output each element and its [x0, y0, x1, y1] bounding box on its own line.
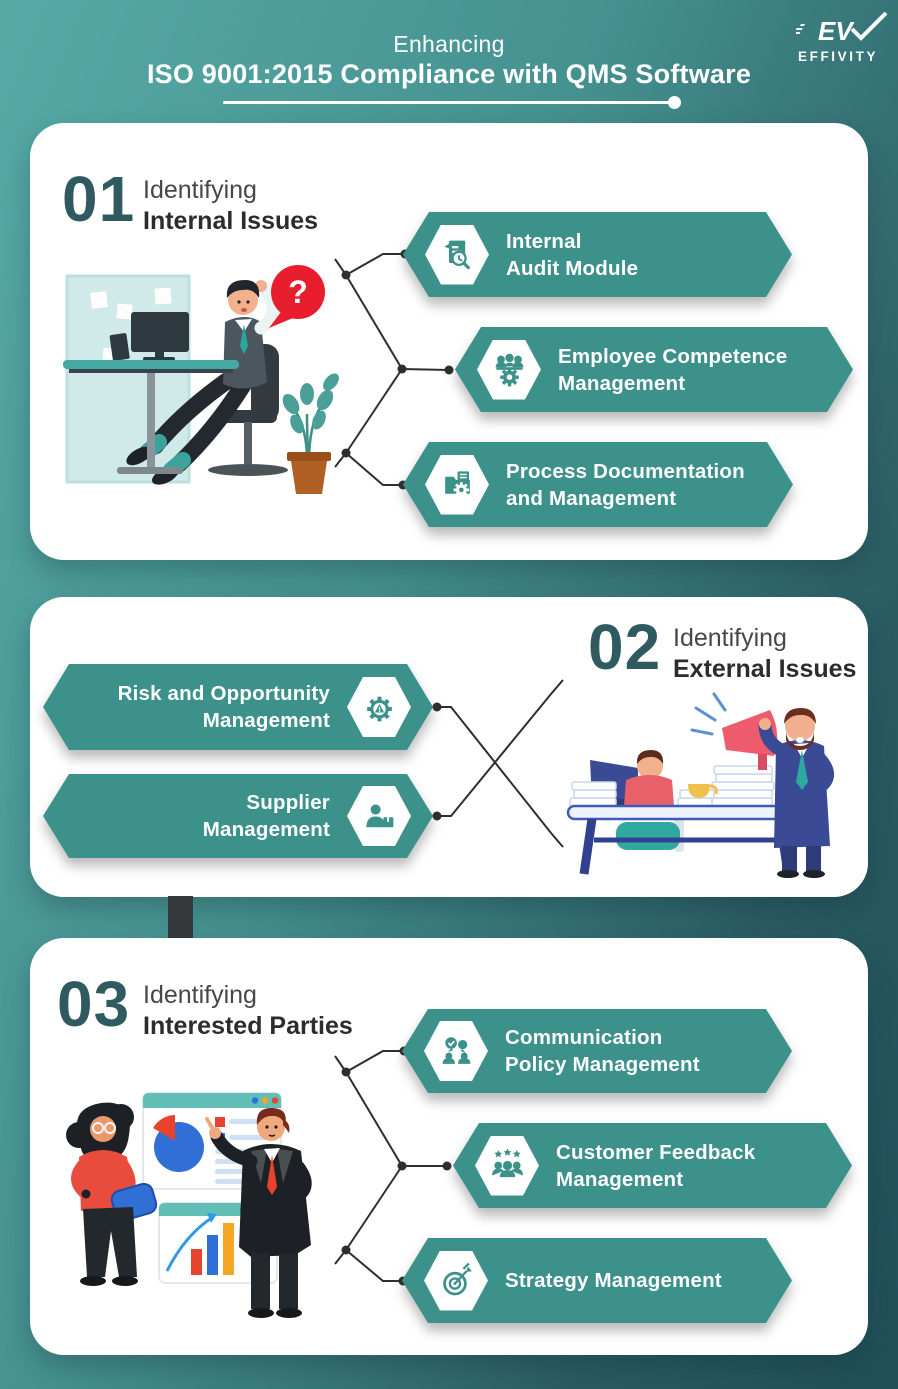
section-2-title: Identifying External Issues	[673, 624, 857, 683]
banner-label: Internal Audit Module	[506, 229, 639, 280]
section-3-number: 03	[57, 968, 131, 1040]
title-line2: ISO 9001:2015 Compliance with QMS Softwa…	[146, 59, 752, 89]
section-external-issues: 02 Identifying External Issues	[30, 597, 868, 897]
person-box-icon	[347, 786, 411, 846]
gear-alert-icon	[347, 677, 411, 737]
section-interested-parties: 03 Identifying Interested Parties	[30, 938, 868, 1355]
section-1-title: Identifying Internal Issues	[143, 176, 319, 235]
banner-strategy-management: Strategy Management	[402, 1238, 792, 1323]
question-mark: ?	[288, 274, 308, 310]
title-line1: Enhancing	[393, 31, 505, 57]
banner-label: Supplier Management	[202, 791, 330, 841]
banner-label: Communication Policy Management	[505, 1026, 700, 1076]
banner-label: Risk and Opportunity Management	[117, 682, 330, 732]
banner-customer-feedback: Customer Feedback Management	[453, 1123, 852, 1208]
effivity-logo: EV EFFIVITY	[796, 12, 888, 66]
banner-label: Strategy Management	[505, 1269, 722, 1292]
banner-communication-policy: Communication Policy Management	[402, 1009, 792, 1093]
banner-process-documentation: Process Documentation and Management	[403, 442, 793, 527]
check-icon	[850, 12, 888, 41]
section-3-title: Identifying Interested Parties	[143, 981, 353, 1040]
banner-risk-opportunity: Risk and Opportunity Management	[43, 664, 433, 750]
target-arrow-icon	[424, 1251, 488, 1311]
audit-document-icon	[425, 225, 489, 285]
banner-supplier-management: Supplier Management	[43, 774, 433, 858]
banner-label: Employee Competence Management	[558, 344, 788, 395]
chat-people-icon	[424, 1021, 488, 1081]
folder-gear-icon	[425, 455, 489, 515]
team-gear-icon	[477, 340, 541, 400]
banner-label: Customer Feedback Management	[556, 1140, 756, 1191]
brand-name: EFFIVITY	[798, 49, 878, 64]
megaphone-boss-illustration	[566, 692, 834, 878]
banner-employee-competence: Employee Competence Management	[455, 327, 853, 412]
confused-employee-illustration: ?	[63, 265, 339, 494]
section-internal-issues: 01 Identifying Internal Issues	[30, 123, 868, 560]
section-link-bar	[168, 896, 193, 939]
brand-monogram: EV	[818, 16, 855, 46]
group-stars-icon	[475, 1136, 539, 1196]
underline-dot	[668, 96, 681, 109]
effivity-logo-mark: EV EFFIVITY	[796, 12, 888, 64]
banner-label: Process Documentation and Management	[506, 459, 745, 510]
title-underline	[223, 96, 681, 109]
presentation-illustration	[66, 1092, 312, 1318]
section-2-number: 02	[588, 611, 662, 683]
section-1-number: 01	[62, 163, 136, 235]
banner-internal-audit: Internal Audit Module	[403, 212, 792, 297]
